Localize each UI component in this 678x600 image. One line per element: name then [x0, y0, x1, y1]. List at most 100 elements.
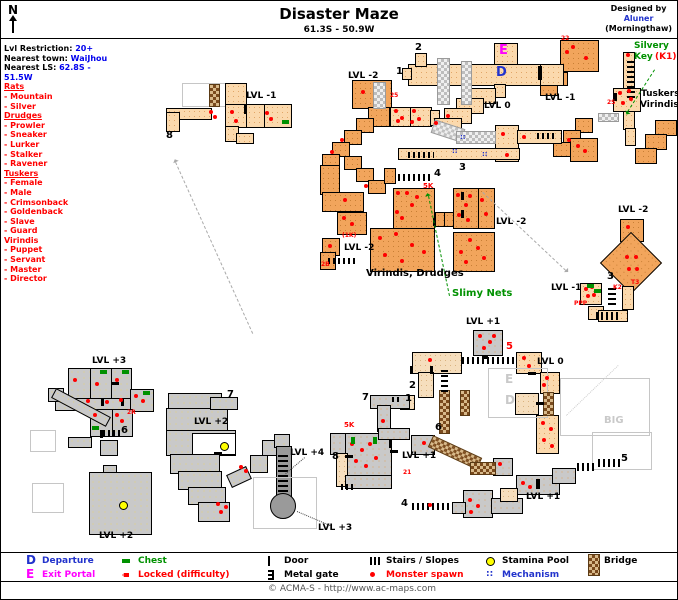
map-label: LVL 0: [537, 357, 564, 367]
map-room: [345, 475, 392, 489]
monster-spawn-dot: [505, 153, 509, 157]
chest-mark: [351, 437, 355, 444]
sidebar-stat: Nearest LS: 62.8S - 51.5W: [4, 63, 114, 82]
sidebar-stat: Lvl Restriction: 20+: [4, 44, 114, 54]
stairs-mark: [598, 459, 622, 467]
door-mark: [461, 210, 464, 218]
legend-item-label: Monster spawn: [386, 570, 464, 580]
map-label: 5K: [344, 421, 355, 429]
map-label: 4: [401, 498, 408, 509]
legend-item: Door: [268, 556, 308, 568]
designer-credit: Designed by Aluner (Morningthaw): [605, 4, 672, 34]
map-room: [592, 432, 652, 470]
monster-spawn-dot: [120, 419, 124, 423]
map-label: 8: [166, 130, 173, 141]
monster-spawn-dot: [239, 465, 243, 469]
door-mark: [482, 355, 488, 359]
door-mark: [528, 372, 536, 375]
monster-spawn-dot: [576, 144, 580, 148]
bridge: [470, 462, 496, 475]
monster-spawn-dot: [567, 138, 571, 142]
map-label: 7: [227, 389, 234, 400]
monster-spawn-dot: [422, 441, 426, 445]
legend-item-label: Metal gate: [284, 570, 339, 580]
map-room: [418, 372, 434, 398]
monster-spawn-dot: [230, 110, 234, 114]
creature-list-item: - Prowler: [4, 120, 45, 130]
monster-spawn-dot: [492, 334, 496, 338]
monster-spawn-dot: [627, 267, 631, 271]
door-mark: [410, 366, 413, 374]
map-room: [178, 471, 222, 490]
monster-spawn-dot: [528, 485, 532, 489]
map-room: [250, 455, 268, 473]
light-bridge: [437, 58, 450, 105]
monster-spawn-dot: [361, 90, 365, 94]
map-label: LVL +3: [92, 356, 127, 366]
monster-spawn-dot: [410, 243, 414, 247]
map-room: [452, 502, 466, 514]
monster-spawn-dot: [629, 97, 633, 101]
monster-spawn-dot: [396, 119, 400, 123]
map-room: [236, 133, 254, 144]
map-room: [166, 112, 180, 132]
map-label: 3: [607, 271, 614, 282]
monster-spawn-dot: [522, 356, 526, 360]
monster-spawn-dot: [328, 244, 332, 248]
map-label: E: [499, 43, 508, 58]
monster-spawn-dot: [550, 444, 554, 448]
map-label: LVL -2: [618, 205, 649, 215]
map-room: [575, 118, 593, 133]
monster-spawn-dot: [400, 216, 404, 220]
header-divider: [0, 38, 678, 39]
legend-d-icon: D: [26, 553, 36, 567]
monster-spawn-dot: [542, 438, 546, 442]
chest-mark: [594, 289, 601, 293]
chest-mark: [282, 120, 289, 124]
map-label: 6: [435, 422, 442, 433]
map-label: 8: [332, 451, 339, 462]
monster-spawn-dot: [412, 109, 416, 113]
map-label: PPP: [574, 300, 588, 307]
legend-item: Bridge: [588, 554, 637, 576]
map-label: Virindis, Drudges: [366, 268, 464, 279]
stamina-pool-mark: [119, 501, 128, 510]
monster-spawn-dot: [410, 120, 414, 124]
map-label: LVL +1: [402, 451, 437, 461]
map-room: [384, 168, 396, 184]
mechanism-mark: ::: [482, 150, 488, 158]
map-room: [226, 466, 252, 488]
map-label: 2S: [607, 99, 616, 106]
monster-spawn-dot: [115, 413, 119, 417]
monster-spawn-dot: [583, 149, 587, 153]
legend-chest-icon: [122, 559, 130, 563]
monster-spawn-dot: [265, 111, 269, 115]
map-label: Slimy Nets: [452, 288, 513, 299]
monster-spawn-dot: [410, 203, 414, 207]
map-label: BIG: [604, 415, 624, 426]
monster-spawn-dot: [571, 45, 575, 49]
chest-mark: [100, 370, 107, 374]
door-mark: [538, 66, 542, 80]
map-label: Tuskers,: [641, 89, 678, 99]
monster-spawn-dot: [476, 246, 480, 250]
stairs-mark: [328, 258, 358, 264]
map-room: [264, 104, 292, 128]
monster-spawn-dot: [549, 427, 553, 431]
legend-item: Chest: [122, 556, 167, 568]
bridge: [209, 84, 220, 107]
map-room: [552, 468, 576, 484]
door-mark: [345, 455, 353, 458]
stat-label: Nearest town:: [4, 53, 71, 63]
door-mark: [613, 93, 617, 101]
designed-by-label: Designed by: [610, 4, 667, 13]
map-room: [246, 104, 266, 128]
monster-spawn-dot: [269, 117, 273, 121]
map-label: 2R: [127, 409, 136, 416]
monster-spawn-dot: [618, 91, 622, 95]
map-room: [188, 487, 226, 505]
monster-spawn-dot: [592, 293, 596, 297]
creature-list-item: - Puppet: [4, 245, 43, 255]
map-room: [198, 502, 230, 522]
